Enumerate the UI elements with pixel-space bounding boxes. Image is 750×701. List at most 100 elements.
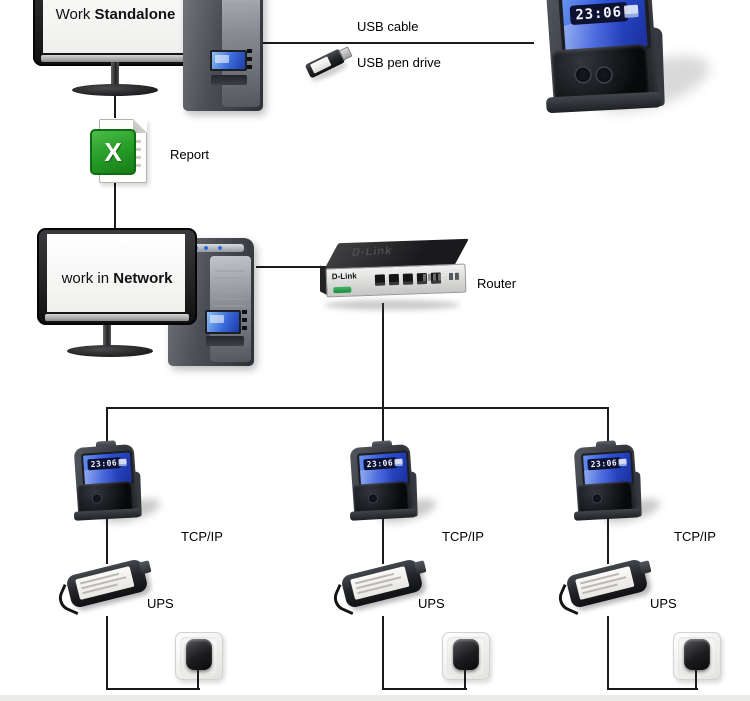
network-tower [168,238,254,366]
router-brand-label: D-Link [331,271,357,282]
lcd-glyph [210,315,224,323]
usb-drive-connector [338,46,353,61]
line-socket-up-middle [464,669,466,690]
ethernet-port-icon [402,273,414,285]
line-socket-up-right [695,669,697,690]
network-tower-slot [206,336,244,346]
ups-body [565,558,652,609]
line-tower2-to-router [256,266,336,268]
camera-lens-icon [367,493,379,504]
power-plug-icon [453,639,479,670]
ups-sticker [350,566,410,600]
ups-adapter-1 [54,558,152,618]
standalone-tower-buttons [247,49,252,71]
network-tower-buttons [242,310,247,332]
standalone-screen-text: Work Standalone [33,6,198,23]
report-label: Report [170,147,210,162]
standalone-monitor-base [72,84,158,96]
excel-report-icon: X [90,115,154,183]
router-leds [448,272,460,281]
ethernet-port-icon [374,274,386,286]
excel-logo-icon: X [90,129,136,175]
network-text-bold: Network [113,270,173,287]
dlink-green-logo-icon [333,286,352,294]
line-router-down [382,303,384,408]
band-led [218,246,222,250]
router: D-Link D-Link [318,238,470,310]
network-monitor-screen [47,234,185,312]
line-ups-down-left [106,616,108,690]
line-bottom-middle [382,688,467,690]
network-screen-text: work in Network [37,270,197,287]
standalone-tower-vents [225,0,254,24]
standalone-monitor-screen [43,0,186,53]
bottom-strip [0,695,750,701]
standalone-text-prefix: Work [55,6,95,23]
wall-socket-3 [673,632,721,680]
line-usb-cable [262,42,534,44]
line-bottom-right [607,688,698,690]
line-socket-up-left [197,669,199,690]
terminal-calc-icon [618,458,627,467]
router-label-text [422,273,444,282]
terminal-calc-icon [394,458,403,467]
ups-connector [413,560,427,575]
router-top-brand: D-Link [351,244,394,260]
line-device-to-ups-right [607,516,609,564]
standalone-monitor-neck [111,62,119,88]
ups-adapter-3 [554,558,652,618]
network-tower-vents [213,270,245,312]
terminal-calc-icon [623,4,639,18]
usb-cable-label: USB cable [357,19,419,34]
camera-lens-icon [594,65,614,85]
camera-lens-icon [573,65,593,85]
network-monitor-chin [45,314,189,321]
line-drop-right [607,407,609,445]
terminal-clock: 23:06 [569,1,628,26]
terminal-clock: 23:06 [87,457,121,471]
ethernet-port-icon [388,273,400,286]
line-drop-left [106,407,108,445]
network-text-prefix: work in [61,270,114,287]
network-monitor: work in Network [37,228,197,325]
line-drop-middle [382,407,384,445]
power-plug-icon [186,639,212,670]
ups-adapter-2 [329,558,427,618]
standalone-monitor-chin [41,55,190,62]
lcd-glyph [215,55,229,63]
terminal-clock: 23:06 [363,457,397,471]
router-label: Router [477,276,517,291]
line-ups-down-right [607,616,609,690]
line-device-to-ups-middle [382,516,384,564]
standalone-tower-slot [211,75,247,85]
line-bottom-left [106,688,200,690]
network-tower-lcd [205,310,241,334]
camera-lens-icon [91,493,103,504]
network-monitor-neck [103,322,111,348]
wall-socket-1 [175,632,223,680]
face-terminal-main: 23:06 [527,0,681,114]
router-shadow [324,300,460,310]
ups-connector [638,560,652,575]
ups-connector [138,560,152,575]
network-monitor-base [67,345,153,357]
page-fold-shade [133,119,147,133]
ups-body [340,558,427,609]
line-ups-down-middle [382,616,384,690]
standalone-tower [183,0,263,111]
standalone-tower-lcd [210,50,247,71]
wall-socket-2 [442,632,490,680]
power-plug-icon [684,639,710,670]
face-terminal-2: 23:06 [339,440,439,528]
standalone-monitor: Work Standalone [33,0,198,66]
camera-lens-icon [591,493,603,504]
line-report-to-monitor2 [114,182,116,229]
terminal-calc-icon [118,458,127,467]
ups-sticker [575,566,635,600]
ups-body [65,558,152,609]
terminal-clock: 23:06 [587,457,621,471]
standalone-text-bold: Standalone [94,6,176,23]
ups-sticker [75,566,135,600]
face-terminal-3: 23:06 [563,440,663,528]
